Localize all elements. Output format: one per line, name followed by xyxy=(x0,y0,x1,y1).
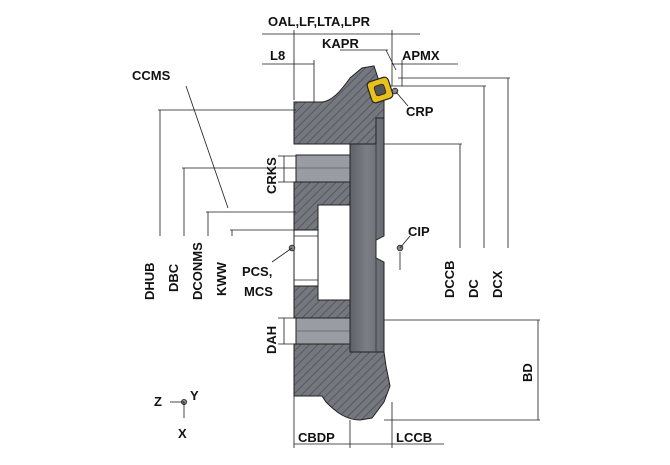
cutter-body xyxy=(293,65,391,421)
label-ccms: CCMS xyxy=(132,68,171,83)
dimension-lines xyxy=(158,30,540,448)
label-cip: CIP xyxy=(408,224,430,239)
insert xyxy=(366,76,394,104)
label-dccb: DCCB xyxy=(442,260,457,298)
label-dbc: DBC xyxy=(166,263,181,292)
label-dhub: DHUB xyxy=(142,262,157,300)
keyway xyxy=(294,235,319,281)
label-crp: CRP xyxy=(406,104,434,119)
label-lccb: LCCB xyxy=(396,430,432,445)
label-dah: DAH xyxy=(264,326,279,354)
cutter-face xyxy=(349,117,385,353)
label-axis-y: Y xyxy=(190,388,199,403)
cutter-section-hatched xyxy=(293,65,385,156)
label-apmx: APMX xyxy=(402,48,440,63)
cutter-section-lower xyxy=(293,285,351,319)
label-l8: L8 xyxy=(270,48,285,63)
label-kww: KWW xyxy=(214,261,229,296)
label-pcs: PCS, xyxy=(242,264,272,279)
label-bd: BD xyxy=(520,363,535,382)
label-axis-x: X xyxy=(178,426,187,441)
label-crks: CRKS xyxy=(264,157,279,194)
label-kapr: KAPR xyxy=(322,36,359,51)
label-oal: OAL,LF,LTA,LPR xyxy=(268,14,371,29)
label-mcs: MCS xyxy=(244,284,273,299)
insert-screw-icon xyxy=(373,83,387,97)
label-dcx: DCX xyxy=(490,270,505,298)
cutter-section-bottom xyxy=(293,343,391,421)
label-dc: DC xyxy=(466,279,481,298)
bolt-hole-upper xyxy=(295,154,351,183)
cutter-section-mid xyxy=(293,181,351,231)
label-axis-z: Z xyxy=(154,394,162,409)
cutter-hub xyxy=(293,229,319,287)
label-dconms: DCONMS xyxy=(190,242,205,300)
dimension-labels: OAL,LF,LTA,LPR KAPR APMX L8 CCMS CRP CIP… xyxy=(132,14,535,445)
label-cbdp: CBDP xyxy=(298,430,335,445)
